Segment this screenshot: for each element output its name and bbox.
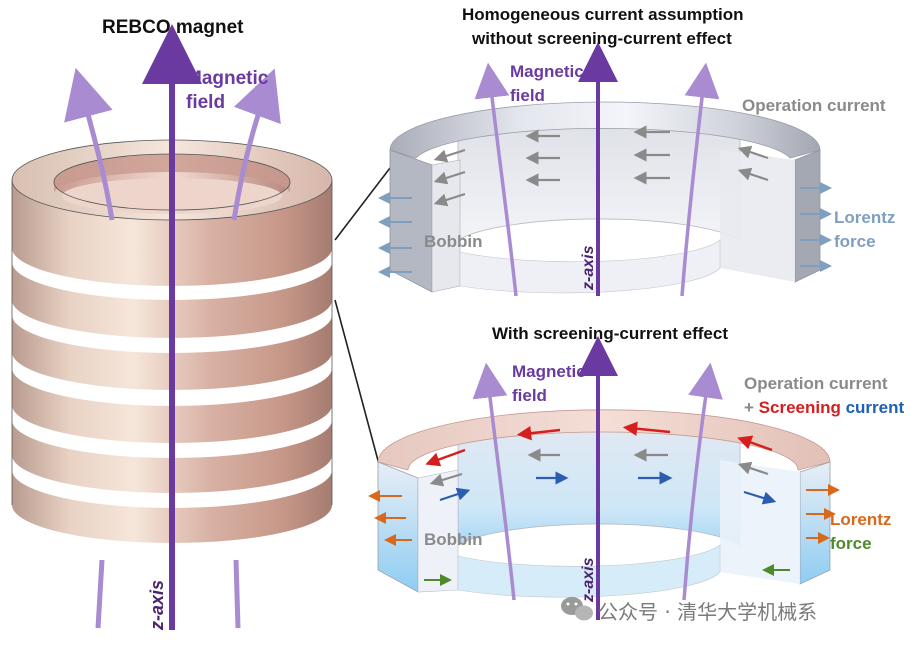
field-line-right — [231, 68, 281, 221]
bottom-current-legend: + Screening current — [744, 398, 904, 418]
top-panel-title-line1: Homogeneous current assumption — [462, 5, 744, 24]
top-operation-current-label: Operation current — [742, 96, 886, 115]
top-bobbin-label: Bobbin — [424, 232, 483, 251]
top-axis-label: z-axis — [580, 245, 597, 290]
bottom-field-label-line2: field — [512, 386, 547, 405]
watermark-text: 公众号 · 清华大学机械系 — [598, 600, 818, 624]
magnet-title: REBCO magnet — [102, 17, 244, 38]
bottom-axis-label: z-axis — [580, 557, 597, 602]
top-lorentz-label-line1: Lorentz — [834, 208, 896, 227]
field-line-left — [64, 67, 115, 221]
top-field-label-line1: Magnetic — [510, 62, 584, 81]
bottom-lorentz-label-line2: force — [830, 534, 872, 553]
magnet-field-label-line2: field — [186, 92, 226, 113]
top-lorentz-label-line2: force — [834, 232, 876, 251]
current-word: current — [840, 398, 905, 417]
screening-word: Screening — [758, 398, 841, 417]
bottom-operation-current-label: Operation current — [744, 374, 888, 393]
zoom-connector-top — [334, 167, 391, 241]
wechat-icon — [561, 597, 593, 621]
bottom-field-line-right — [682, 362, 723, 601]
current-lead-left — [95, 559, 105, 629]
magnet-field-label-line1: Magnetic — [186, 68, 269, 89]
bottom-panel-title: With screening-current effect — [492, 324, 728, 343]
bottom-field-line-left — [472, 362, 516, 601]
magnet-axis-label: z-axis — [147, 579, 167, 630]
zoom-connector-bottom — [334, 299, 381, 469]
plus-sign: + — [744, 398, 759, 417]
top-field-line-right — [680, 62, 720, 297]
top-field-line-left — [474, 62, 518, 297]
rebco-magnet — [11, 24, 333, 630]
bottom-lorentz-label-line1: Lorentz — [830, 510, 892, 529]
top-field-label-line2: field — [510, 86, 545, 105]
homogeneous-panel — [378, 42, 832, 297]
bottom-field-label-line1: Magnetic — [512, 362, 586, 381]
screening-panel — [368, 336, 840, 620]
top-panel-title-line2: without screening-current effect — [472, 29, 732, 48]
current-lead-right — [233, 559, 241, 629]
bottom-bobbin-label: Bobbin — [424, 530, 483, 549]
